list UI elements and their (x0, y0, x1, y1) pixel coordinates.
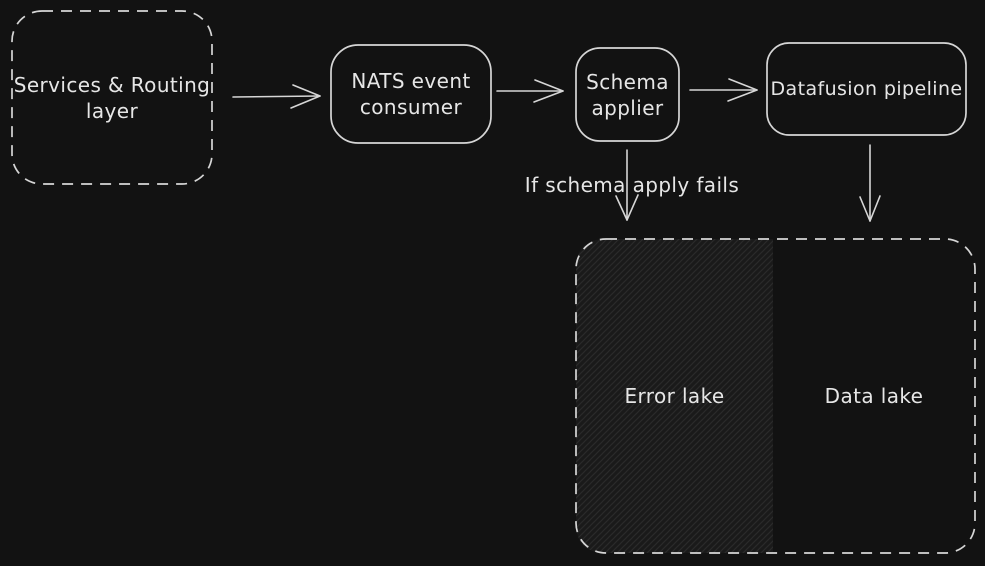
arrow-schema-to-datafusion (689, 78, 758, 102)
data-lake-label: Data lake (824, 384, 924, 408)
node-schema-applier-label: Schema applier (586, 69, 669, 120)
error-lake-label: Error lake (624, 384, 725, 408)
arrow-services-to-nats (232, 84, 321, 109)
arrow-datafusion-to-data-lake (859, 144, 881, 222)
lakes-container-shape (575, 238, 976, 554)
node-datafusion-pipeline-label: Datafusion pipeline (770, 78, 963, 100)
node-nats-consumer-shape (330, 44, 492, 144)
node-schema-applier-shape (575, 47, 680, 142)
node-services-routing-shape (11, 10, 213, 185)
node-nats-consumer-label: NATS event consumer (351, 69, 471, 119)
node-services-routing-label: Services & Routing layer (13, 72, 211, 123)
arrow-nats-to-schema (496, 79, 564, 103)
schema-fail-annotation: If schema apply fails (524, 173, 740, 197)
node-datafusion-pipeline-shape (766, 42, 967, 136)
arrow-schema-to-error-lake (615, 149, 639, 221)
error-lake-fill (576, 239, 773, 553)
